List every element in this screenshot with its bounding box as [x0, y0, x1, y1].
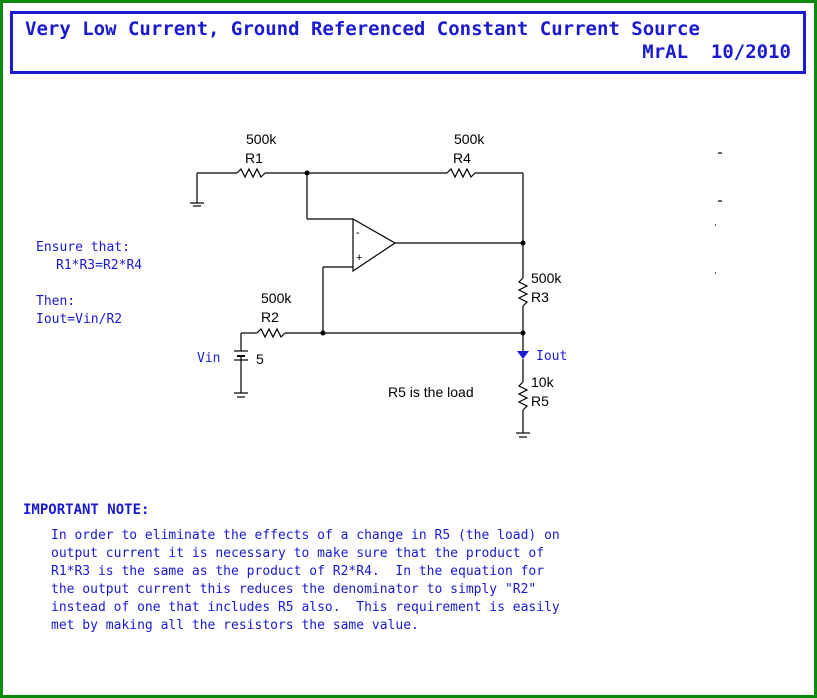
ground-r1 — [190, 173, 204, 207]
opamp-plus: + — [356, 252, 362, 264]
r2-value: 500k — [261, 290, 292, 306]
load-note: R5 is the load — [388, 384, 474, 400]
important-line-6: met by making all the resistors the same… — [51, 618, 419, 633]
r2-name: R2 — [261, 309, 279, 325]
iout-arrow-icon — [517, 351, 529, 359]
r5-name: R5 — [531, 393, 549, 409]
ground-r5 — [516, 432, 530, 438]
important-line-1: In order to eliminate the effects of a c… — [51, 528, 560, 543]
resistor-r1 — [236, 167, 266, 179]
r4-value: 500k — [454, 131, 485, 147]
r3-value: 500k — [531, 270, 562, 286]
opamp-minus: - — [356, 227, 360, 239]
r4-name: R4 — [453, 150, 471, 166]
title-line2: MrAL 10/2010 — [642, 41, 791, 63]
resistor-r5 — [517, 381, 529, 411]
note-then: Then: — [36, 294, 76, 309]
opamp: - + — [352, 217, 397, 273]
resistor-r4 — [446, 167, 476, 179]
note-ensure: Ensure that: — [36, 240, 130, 255]
resistor-r2 — [256, 327, 286, 339]
note-formula: Iout=Vin/R2 — [36, 312, 123, 327]
r1-value: 500k — [246, 131, 277, 147]
r5-value: 10k — [531, 374, 555, 390]
important-line-2: output current it is necessary to make s… — [51, 546, 545, 561]
important-heading: IMPORTANT NOTE: — [23, 502, 150, 518]
title-box: Very Low Current, Ground Referenced Cons… — [10, 11, 806, 74]
vin-value: 5 — [256, 351, 264, 367]
important-line-5: instead of one that includes R5 also. Th… — [51, 600, 560, 615]
important-line-4: the output current this reduces the deno… — [51, 582, 537, 597]
important-line-3: R1*R3 is the same as the product of R2*R… — [51, 564, 545, 579]
note-condition: R1*R3=R2*R4 — [56, 258, 143, 273]
title-line1: Very Low Current, Ground Referenced Cons… — [25, 18, 700, 40]
vin-label: Vin — [197, 351, 220, 366]
r3-name: R3 — [531, 289, 549, 305]
r1-name: R1 — [245, 150, 263, 166]
ground-vin — [234, 392, 248, 398]
iout-label: Iout — [536, 349, 567, 364]
resistor-r3 — [517, 277, 529, 307]
